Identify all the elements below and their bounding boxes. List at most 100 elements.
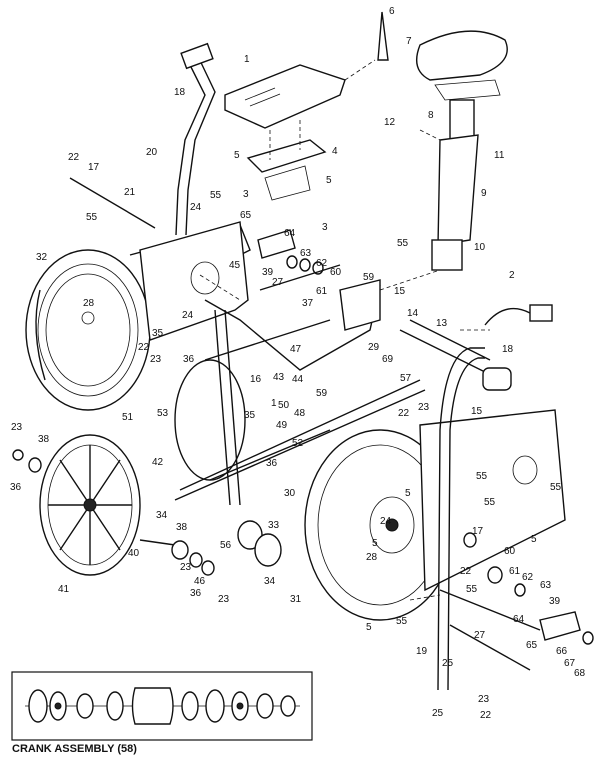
part-label: 17 — [88, 162, 100, 173]
part-label: 52 — [292, 438, 304, 449]
part-label: 60 — [504, 546, 516, 557]
part-label: 28 — [83, 298, 95, 309]
part-label: 21 — [124, 187, 136, 198]
rear-handlebar — [437, 347, 512, 691]
part-label: 36 — [190, 588, 202, 599]
part-label: 68 — [574, 668, 586, 679]
crank-assembly-caption: CRANK ASSEMBLY (58) — [12, 743, 137, 755]
part-label: 55 — [396, 616, 408, 627]
part-label: 20 — [146, 147, 158, 158]
part-label: 13 — [436, 318, 448, 329]
part-label: 65 — [526, 640, 538, 651]
part-label: 10 — [474, 242, 486, 253]
part-label: 34 — [264, 576, 276, 587]
part-label: 34 — [156, 510, 168, 521]
part-label: 55 — [466, 584, 478, 595]
part-label: 8 — [428, 110, 434, 121]
part-label: 29 — [368, 342, 380, 353]
part-label: 40 — [128, 548, 140, 559]
part-label: 64 — [284, 228, 296, 239]
part-label: 15 — [394, 286, 406, 297]
part-label: 66 — [556, 646, 568, 657]
part-label: 49 — [276, 420, 288, 431]
assembly-guide-lines — [199, 59, 490, 601]
part-label: 63 — [300, 248, 312, 259]
part-label: 45 — [229, 260, 241, 271]
part-labels: 6 7 1 18 8 12 11 5 4 5 20 22 17 3 3 9 21… — [10, 6, 586, 721]
part-label: 28 — [366, 552, 378, 563]
part-label: 53 — [157, 408, 169, 419]
part-label: 18 — [502, 344, 514, 355]
part-label: 5 — [531, 534, 537, 545]
bearings-and-spacers — [12, 449, 282, 576]
part-label: 65 — [240, 210, 252, 221]
part-label: 23 — [150, 354, 162, 365]
part-label: 19 — [416, 646, 428, 657]
part-label: 35 — [244, 410, 256, 421]
part-label: 24 — [190, 202, 202, 213]
part-label: 30 — [284, 488, 296, 499]
part-label: 37 — [302, 298, 314, 309]
part-label: 47 — [290, 344, 302, 355]
part-label: 3 — [322, 222, 328, 233]
part-label: 31 — [290, 594, 302, 605]
part-label: 48 — [294, 408, 306, 419]
part-label: 3 — [243, 189, 249, 200]
part-label: 36 — [266, 458, 278, 469]
part-label: 25 — [442, 658, 454, 669]
part-label: 38 — [176, 522, 188, 533]
part-label: 5 — [234, 150, 240, 161]
part-label: 6 — [389, 6, 395, 17]
part-label: 42 — [152, 457, 164, 468]
part-label: 62 — [316, 258, 328, 269]
part-label: 27 — [474, 630, 486, 641]
part-label: 69 — [382, 354, 394, 365]
part-label: 23 — [218, 594, 230, 605]
part-label: 5 — [326, 175, 332, 186]
part-label: 56 — [220, 540, 232, 551]
part-label: 64 — [513, 614, 525, 625]
left-pedal-assembly — [257, 229, 341, 291]
part-label: 5 — [405, 488, 411, 499]
part-label: 63 — [540, 580, 552, 591]
part-label: 32 — [36, 252, 48, 263]
front-handlebar — [175, 42, 216, 236]
part-label: 1 — [271, 398, 277, 409]
part-label: 67 — [564, 658, 576, 669]
part-label: 18 — [174, 87, 186, 98]
spoked-wheel — [39, 434, 176, 576]
part-label: 4 — [332, 146, 338, 157]
part-label: 43 — [273, 372, 285, 383]
part-label: 25 — [432, 708, 444, 719]
part-label: 27 — [272, 277, 284, 288]
part-label: 33 — [268, 520, 280, 531]
part-label: 55 — [86, 212, 98, 223]
part-label: 5 — [372, 538, 378, 549]
part-label: 59 — [363, 272, 375, 283]
part-label: 7 — [406, 36, 412, 47]
part-label: 51 — [122, 412, 134, 423]
part-label: 50 — [278, 400, 290, 411]
part-label: 5 — [366, 622, 372, 633]
part-label: 22 — [460, 566, 472, 577]
part-label: 36 — [183, 354, 195, 365]
part-label: 60 — [330, 267, 342, 278]
part-label: 24 — [380, 516, 392, 527]
part-label: 55 — [476, 471, 488, 482]
part-label: 15 — [471, 406, 483, 417]
part-label: 62 — [522, 572, 534, 583]
part-label: 55 — [210, 190, 222, 201]
part-label: 57 — [400, 373, 412, 384]
part-label: 9 — [481, 188, 487, 199]
right-pedal-assembly — [439, 532, 594, 671]
part-label: 23 — [11, 422, 23, 433]
part-label: 16 — [250, 374, 262, 385]
part-label: 22 — [398, 408, 410, 419]
part-label: 22 — [68, 152, 80, 163]
part-label: 61 — [316, 286, 328, 297]
main-frame — [174, 279, 491, 506]
left-frame-plate — [139, 221, 249, 341]
part-label: 22 — [480, 710, 492, 721]
console — [224, 64, 346, 201]
